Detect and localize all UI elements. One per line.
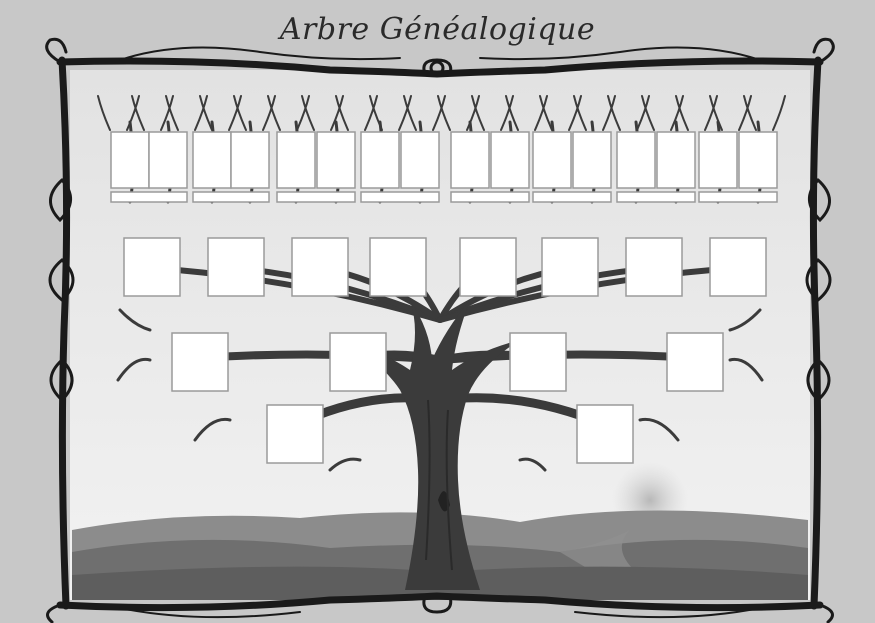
name-strip [277,192,355,202]
portrait-frame [542,238,598,296]
portrait-frame [451,132,489,188]
portrait-frame [292,238,348,296]
portrait-frame [577,405,633,463]
portrait-frame [361,132,399,188]
portrait-frame [573,132,611,188]
portrait-frame [370,238,426,296]
portrait-frame [739,132,777,188]
portrait-frame [330,333,386,391]
portrait-frame [533,132,571,188]
portrait-frame [193,132,231,188]
portrait-frame [460,238,516,296]
portrait-frame [699,132,737,188]
portrait-frame [710,238,766,296]
portrait-frame [657,132,695,188]
portrait-frame [401,132,439,188]
portrait-frame [124,238,180,296]
name-strip [111,192,187,202]
name-strip [361,192,439,202]
portrait-frame [667,333,723,391]
portrait-frame [491,132,529,188]
portrait-frame [111,132,149,188]
name-strip [193,192,269,202]
portrait-frame [510,333,566,391]
name-strip [533,192,611,202]
portrait-frame [267,405,323,463]
portrait-frame [172,333,228,391]
portrait-frame [617,132,655,188]
portrait-frame [208,238,264,296]
portrait-frame [626,238,682,296]
name-strip [617,192,695,202]
name-strip [699,192,777,202]
portrait-frame [149,132,187,188]
portrait-frame [277,132,315,188]
portrait-frame [317,132,355,188]
name-strip [451,192,529,202]
portrait-frame [231,132,269,188]
